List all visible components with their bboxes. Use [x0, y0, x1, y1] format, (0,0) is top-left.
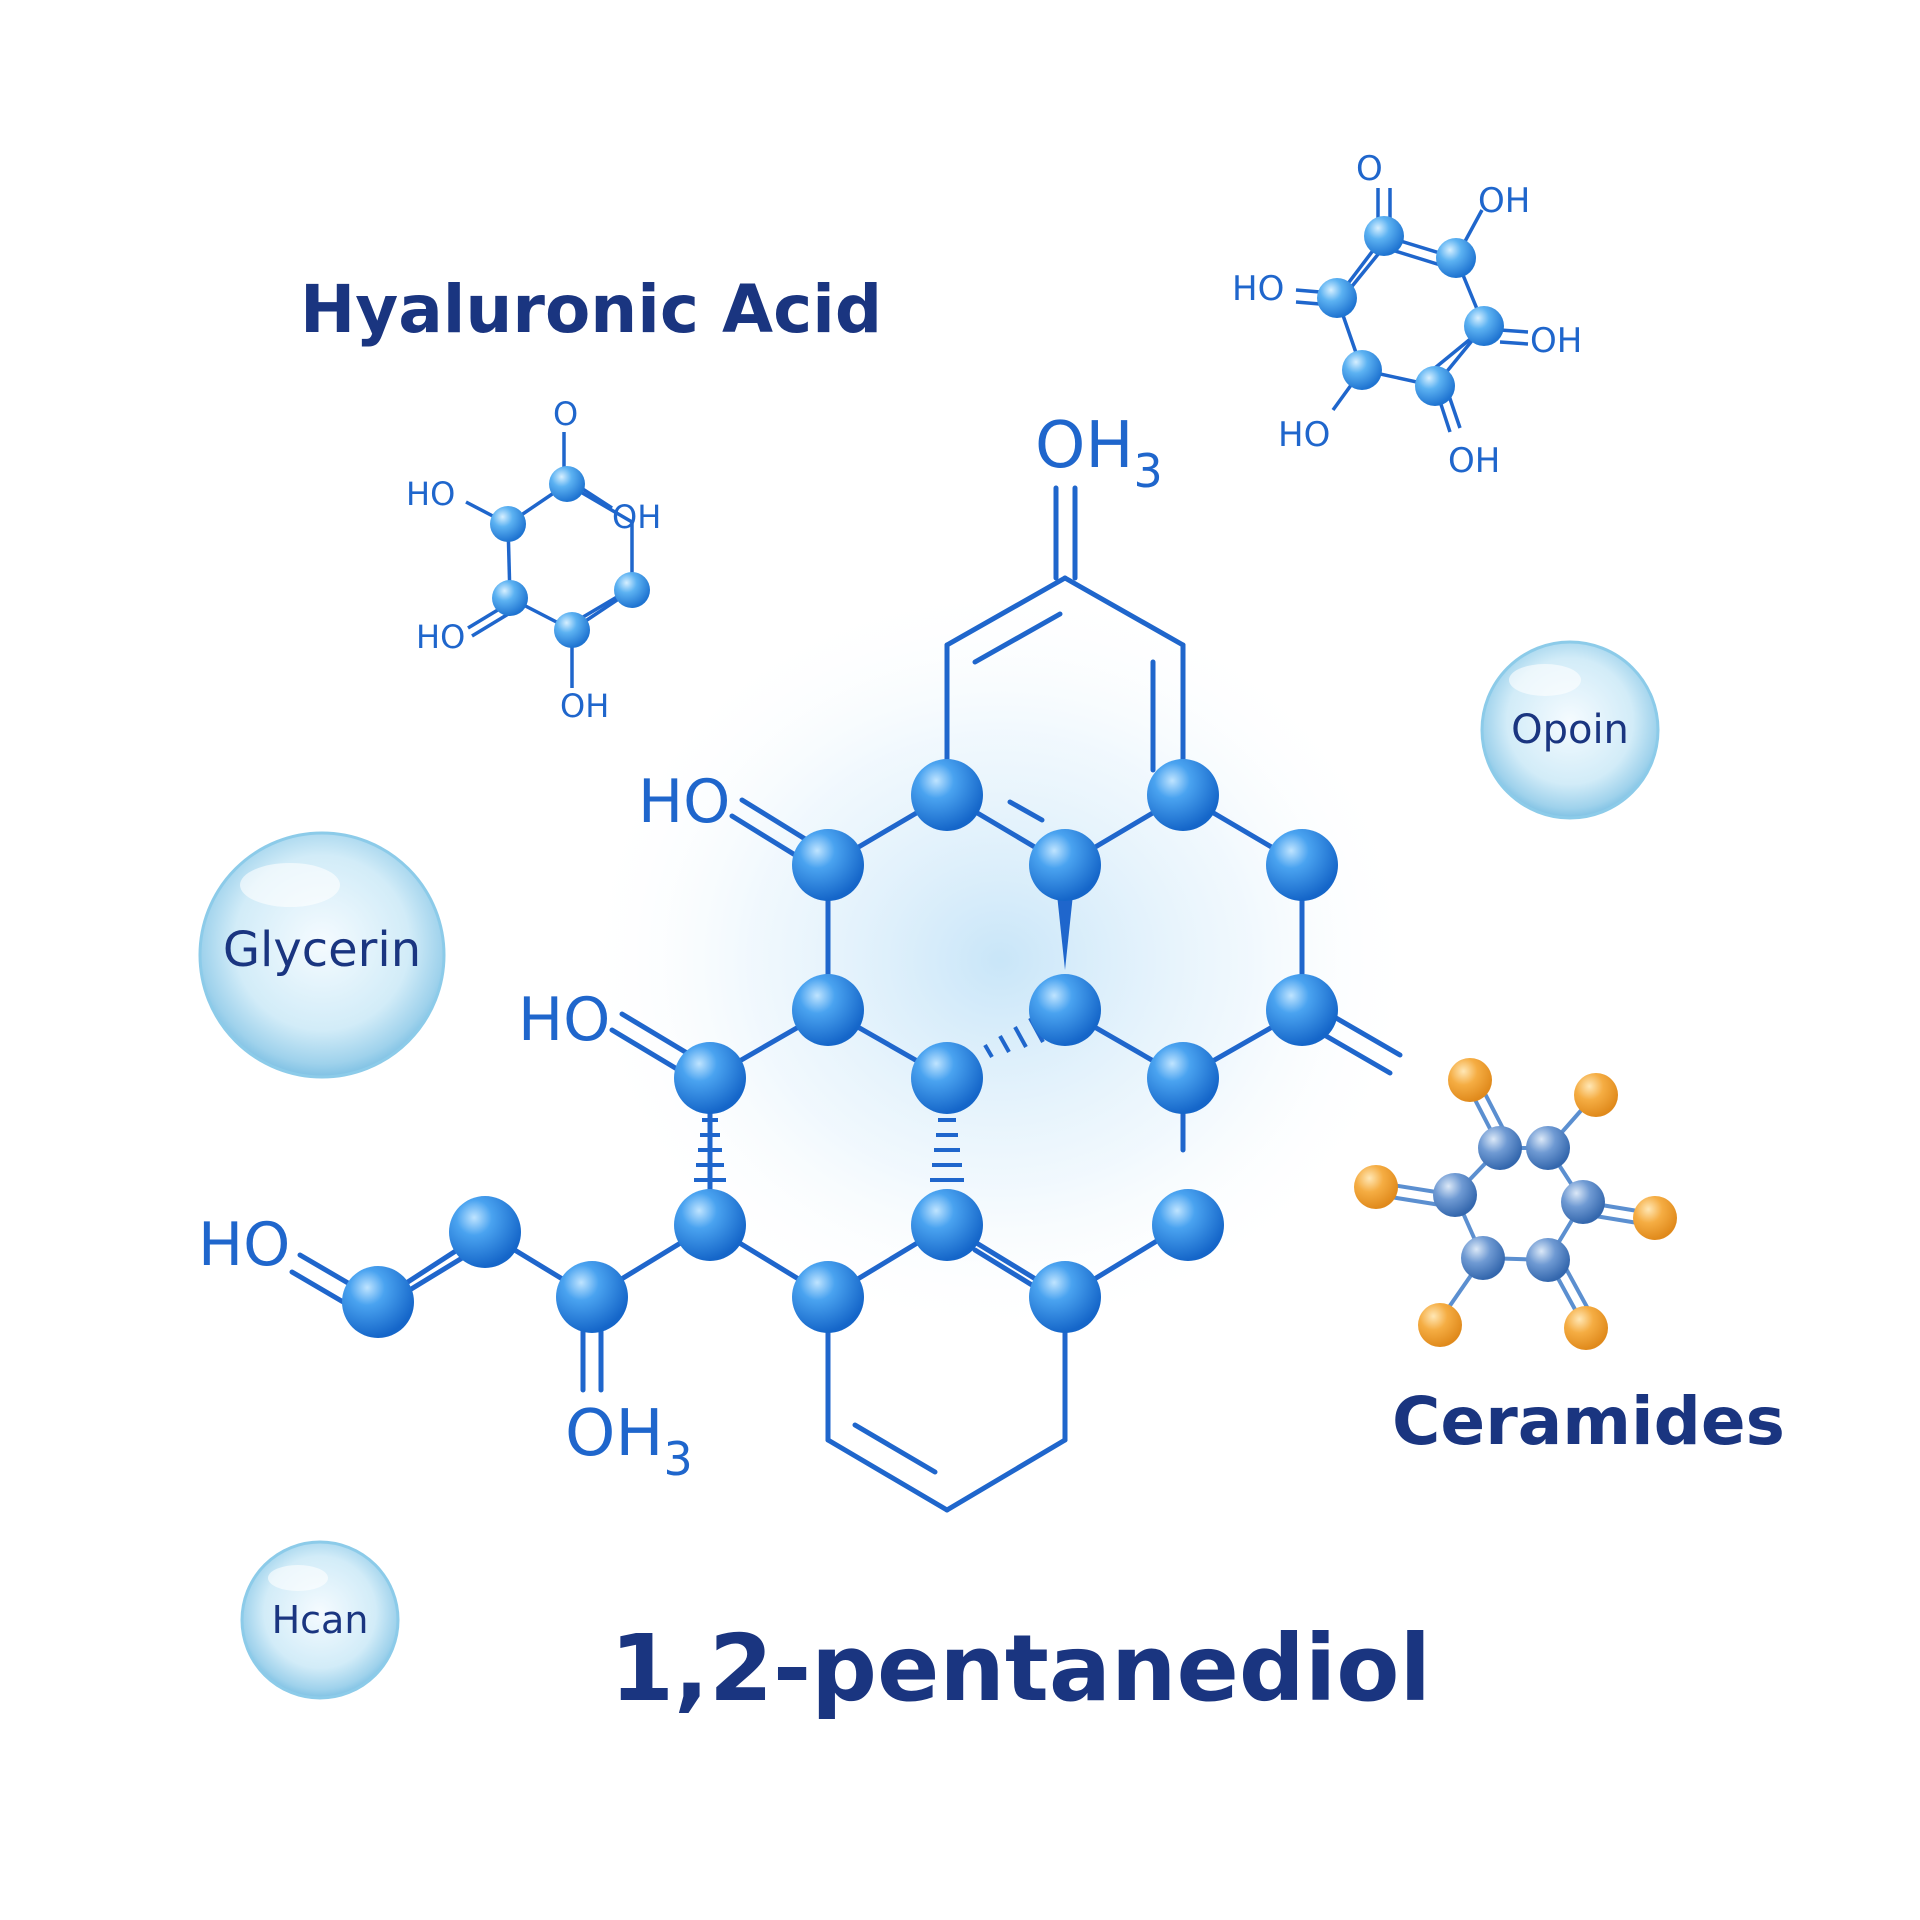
small-right-oh-top-label: OH [1478, 181, 1530, 221]
top-oh3-label: OH3 [1035, 409, 1163, 498]
small-left-o-label: O [553, 395, 578, 433]
small-right-ho-bottom-label: HO [1278, 415, 1330, 455]
small-left-ho-top-label: HO [406, 475, 455, 513]
bottom-oh3-label: OH3 [565, 1397, 693, 1486]
small-right-o-label: O [1356, 149, 1383, 189]
main-molecule-labels: OH3 HO HO HO OH3 [198, 409, 1163, 1486]
ho-upper-label: HO [638, 767, 730, 837]
small-right-oh-bottom-label: OH [1448, 441, 1500, 481]
small-right-oh-right-label: OH [1530, 321, 1582, 361]
ho-lower-label: HO [198, 1210, 290, 1280]
hyaluronic-acid-title: Hyaluronic Acid [300, 271, 882, 348]
hcan-label: Hcan [272, 1598, 369, 1642]
ceramides-molecule [1354, 1058, 1677, 1350]
small-left-ho-bottom-label: HO [416, 618, 465, 656]
ceramides-title: Ceramides [1392, 1383, 1785, 1460]
bubble-hcan: Hcan [240, 1540, 400, 1700]
bubble-opoin: Opoin [1480, 640, 1660, 820]
center-glow [580, 580, 1420, 1340]
ho-middle-label: HO [518, 985, 610, 1055]
opoin-label: Opoin [1511, 707, 1629, 753]
main-molecule-atoms [342, 759, 1338, 1338]
small-ring-left: O HO OH HO OH [406, 395, 661, 725]
small-left-oh-right-label: OH [612, 498, 661, 536]
bubble-glycerin: Glycerin [198, 831, 446, 1079]
glycerin-label: Glycerin [223, 922, 421, 978]
small-right-ho-left-label: HO [1232, 269, 1284, 309]
small-left-oh-bottom-label: OH [560, 687, 609, 725]
pentanediol-title: 1,2-pentanediol [610, 1615, 1431, 1722]
small-ring-right: O OH HO OH HO OH [1232, 149, 1582, 481]
